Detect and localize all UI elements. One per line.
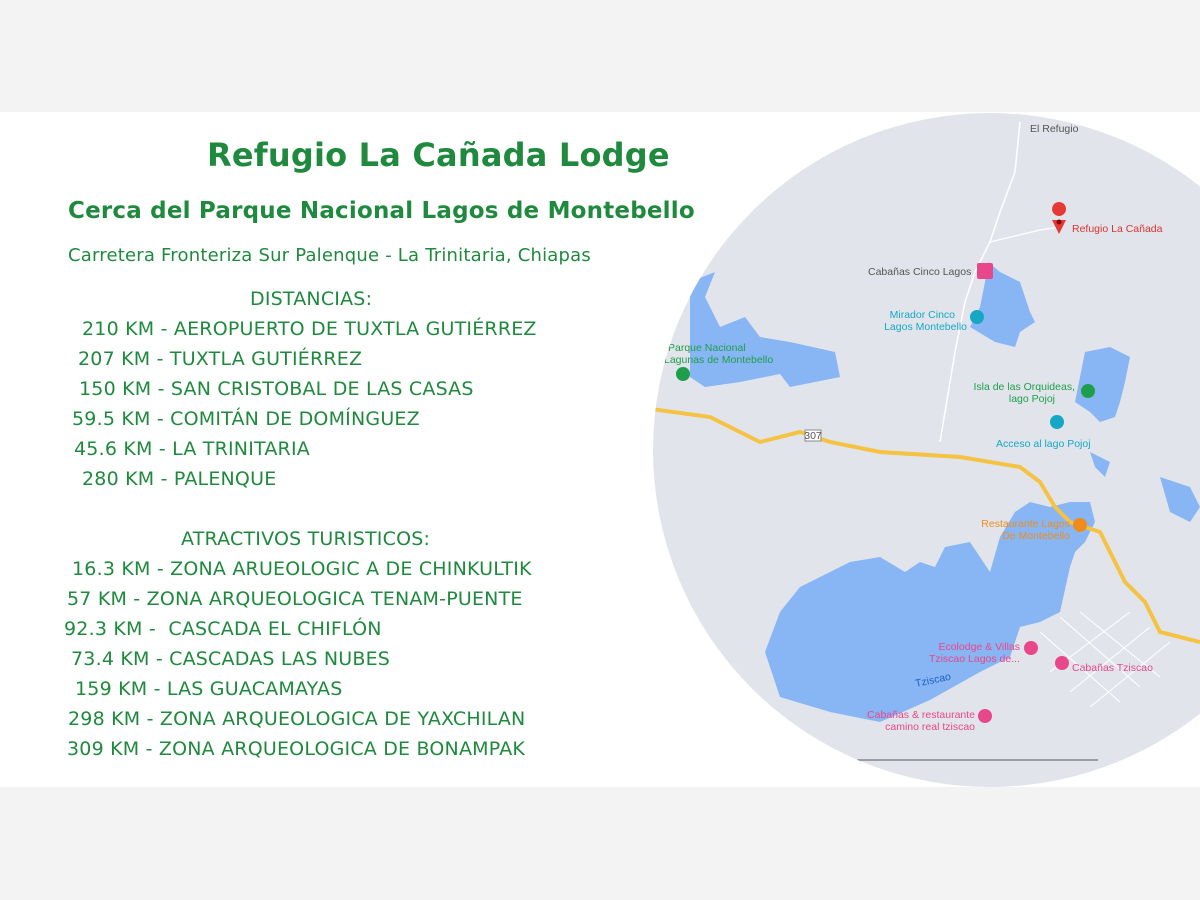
attraction-item: 159 KM - LAS GUACAMAYAS: [75, 678, 343, 700]
map-label[interactable]: Parque Nacional: [668, 342, 746, 354]
map-label[interactable]: Lagos Montebello: [884, 321, 967, 333]
map-label[interactable]: Mirador Cinco: [890, 309, 956, 321]
location-pin-icon[interactable]: [1052, 202, 1067, 234]
distance-item: 45.6 KM - LA TRINITARIA: [74, 438, 310, 460]
attraction-item: 57 KM - ZONA ARQUEOLOGICA TENAM-PUENTE: [67, 588, 523, 610]
pin-dot: [1056, 219, 1062, 225]
distance-item: 59.5 KM - COMITÁN DE DOMÍNGUEZ: [72, 408, 420, 430]
park-icon[interactable]: [676, 367, 690, 381]
map-label-refugio[interactable]: Refugio La Cañada: [1072, 223, 1163, 235]
map-label[interactable]: Isla de las Orquideas,: [973, 381, 1075, 393]
park-icon[interactable]: [1081, 384, 1095, 398]
town-grid: [1039, 611, 1171, 708]
map-label[interactable]: Cabañas & restaurante: [867, 709, 975, 721]
distance-item: 150 KM - SAN CRISTOBAL DE LAS CASAS: [79, 378, 474, 400]
map-label[interactable]: Cabañas Tziscao: [1072, 662, 1153, 674]
subtitle: Cerca del Parque Nacional Lagos de Monte…: [68, 198, 695, 224]
distances-heading: DISTANCIAS:: [250, 288, 373, 310]
distance-item: 207 KM - TUXTLA GUTIÉRREZ: [78, 348, 363, 370]
hotel-icon[interactable]: [1055, 656, 1069, 670]
address: Carretera Fronteriza Sur Palenque - La T…: [68, 245, 591, 266]
road: [989, 226, 1061, 243]
map-label[interactable]: Restaurante Lagos: [981, 518, 1070, 530]
distance-item: 280 KM - PALENQUE: [82, 468, 277, 490]
map[interactable]: 307 El Refugio Refugio La Cañada Cabañas…: [0, 112, 1200, 787]
page-title: Refugio La Cañada Lodge: [207, 136, 670, 174]
hotel-icon[interactable]: [1024, 641, 1038, 655]
attraction-item: 16.3 KM - ZONA ARUEOLOGIC A DE CHINKULTI…: [72, 558, 532, 580]
map-label[interactable]: Ecolodge & Villas: [938, 641, 1020, 653]
map-label[interactable]: camino real tziscao: [885, 721, 975, 733]
map-label[interactable]: Tziscao Lagos de...: [929, 653, 1020, 665]
hotel-icon[interactable]: [978, 709, 992, 723]
attraction-item: 73.4 KM - CASCADAS LAS NUBES: [71, 648, 391, 670]
highway-307: [653, 400, 1200, 644]
map-label[interactable]: De Montebello: [1002, 530, 1070, 542]
map-label[interactable]: Acceso al lago Pojoj: [996, 438, 1091, 450]
map-label[interactable]: Lagunas de Montebello: [664, 354, 773, 366]
lakes: [690, 262, 1200, 722]
attraction-item: 92.3 KM - CASCADA EL CHIFLÓN: [64, 618, 382, 640]
road: [939, 121, 1021, 443]
map-label[interactable]: lago Pojoj: [1009, 393, 1055, 405]
camera-icon[interactable]: [1050, 415, 1064, 429]
attraction-item: 298 KM - ZONA ARQUEOLOGICA DE YAXCHILAN: [68, 708, 526, 730]
route-label: 307: [804, 430, 822, 442]
distance-item: 210 KM - AEROPUERTO DE TUXTLA GUTIÉRREZ: [82, 318, 537, 340]
hotel-icon[interactable]: [977, 263, 993, 279]
camera-icon[interactable]: [970, 310, 984, 324]
flyer: Refugio La Cañada Lodge Cerca del Parque…: [0, 112, 1200, 787]
map-label[interactable]: Cabañas Cinco Lagos: [868, 266, 971, 278]
route-shield: [804, 429, 822, 442]
restaurant-icon[interactable]: [1073, 518, 1087, 532]
attractions-heading: ATRACTIVOS TURISTICOS:: [181, 528, 431, 550]
map-label: El Refugio: [1030, 123, 1079, 135]
attraction-item: 309 KM - ZONA ARQUEOLOGICA DE BONAMPAK: [67, 738, 526, 760]
